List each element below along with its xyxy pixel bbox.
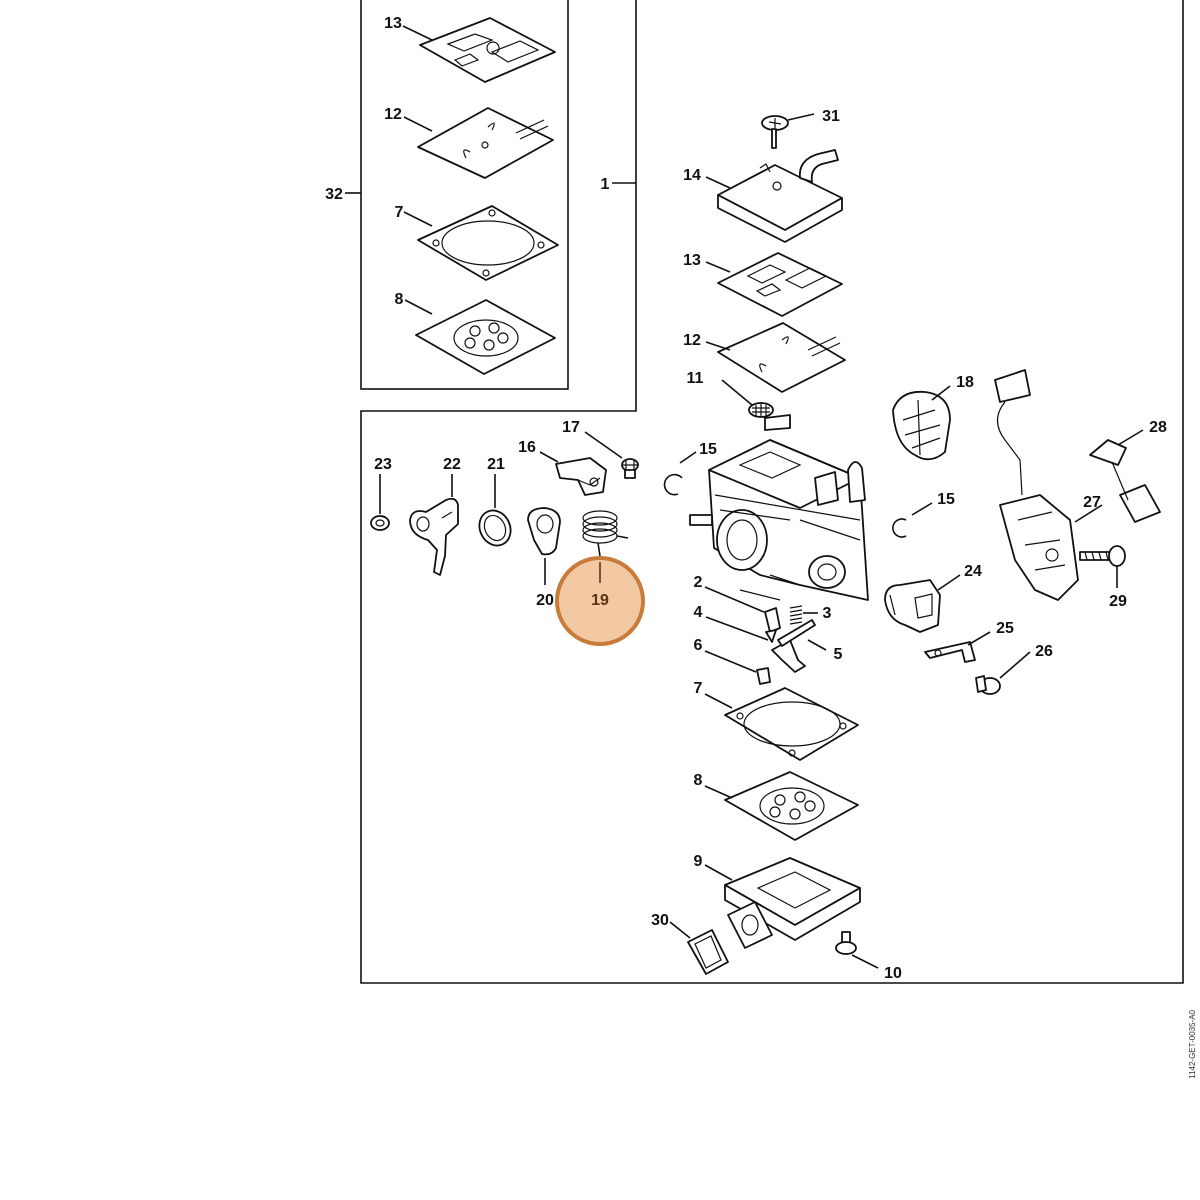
metering-cover-9-drawing xyxy=(724,857,861,949)
highlight-marker xyxy=(555,556,645,646)
part-label-11[interactable]: 11 xyxy=(687,370,704,387)
part-label-16[interactable]: 16 xyxy=(518,439,536,456)
needle-2-drawing xyxy=(764,607,781,643)
pump-cover-14-drawing xyxy=(717,149,843,243)
pump-gasket-13-drawing xyxy=(717,252,843,317)
clip-15-right-drawing xyxy=(892,518,907,538)
lever-22-drawing xyxy=(409,497,459,576)
gasket-30-drawing xyxy=(687,929,729,975)
part-label-21[interactable]: 21 xyxy=(487,456,505,473)
part-label-13-kit[interactable]: 13 xyxy=(384,15,402,32)
drawing-code: 1142-GET-0035-A0 xyxy=(1188,1009,1197,1078)
screw-29-drawing xyxy=(1079,545,1126,567)
kit-metering-diaphragm-drawing xyxy=(415,299,556,375)
assembly-frame xyxy=(360,0,1184,984)
part-label-8[interactable]: 8 xyxy=(694,772,703,789)
screw-17-drawing xyxy=(621,458,639,479)
part-label-9[interactable]: 9 xyxy=(694,853,703,870)
lever-16-drawing xyxy=(555,457,607,496)
part-label-14[interactable]: 14 xyxy=(683,167,701,184)
part-label-10[interactable]: 10 xyxy=(884,965,902,982)
part-label-2[interactable]: 2 xyxy=(694,574,703,591)
part-label-27[interactable]: 27 xyxy=(1083,494,1101,511)
part-label-15-left[interactable]: 15 xyxy=(699,441,717,458)
part-label-12[interactable]: 12 xyxy=(683,332,701,349)
leader-lines xyxy=(345,25,1144,969)
part-label-7-kit[interactable]: 7 xyxy=(395,204,404,221)
sensor-27-drawing xyxy=(994,369,1079,601)
bracket-25-drawing xyxy=(924,641,976,663)
pump-diaphragm-12-drawing xyxy=(717,322,846,393)
part-label-3[interactable]: 3 xyxy=(823,605,832,622)
part-label-12-kit[interactable]: 12 xyxy=(384,106,402,123)
screw-31-drawing xyxy=(761,115,789,149)
screw-26-drawing xyxy=(975,675,1001,695)
metering-gasket-7-drawing xyxy=(724,687,859,761)
spring-19-drawing xyxy=(582,510,629,557)
kit-pump-diaphragm-drawing xyxy=(417,107,554,179)
connector-28-drawing xyxy=(1089,439,1161,523)
part-label-28[interactable]: 28 xyxy=(1149,419,1167,436)
valve-24-drawing xyxy=(884,579,941,633)
part-label-31[interactable]: 31 xyxy=(822,108,840,125)
part-label-6[interactable]: 6 xyxy=(694,637,703,654)
kit-pump-gasket-drawing xyxy=(419,17,556,83)
part-label-24[interactable]: 24 xyxy=(964,563,982,580)
highlight-19[interactable] xyxy=(555,556,645,646)
part-label-30[interactable]: 30 xyxy=(651,912,669,929)
part-label-8-kit[interactable]: 8 xyxy=(395,291,404,308)
part-label-5[interactable]: 5 xyxy=(834,646,843,663)
part-labels: 13 12 32 7 8 1 31 14 13 12 11 18 28 17 1… xyxy=(325,15,1167,982)
clip-15-left-drawing xyxy=(663,473,683,496)
part-label-4[interactable]: 4 xyxy=(694,604,703,621)
part-label-15-right[interactable]: 15 xyxy=(937,491,955,508)
screw-10-drawing xyxy=(835,931,857,955)
kit-box-contents xyxy=(415,17,559,375)
part-label-29[interactable]: 29 xyxy=(1109,593,1127,610)
part-label-19[interactable]: 19 xyxy=(591,592,609,609)
ring-21-drawing xyxy=(478,509,512,547)
part-label-20[interactable]: 20 xyxy=(536,592,554,609)
cover-18-drawing xyxy=(892,390,951,461)
metering-diaphragm-8-drawing xyxy=(724,771,859,841)
part-label-18[interactable]: 18 xyxy=(956,374,974,391)
part-label-13[interactable]: 13 xyxy=(683,252,701,269)
part-label-17[interactable]: 17 xyxy=(562,419,580,436)
carburetor-body-drawing xyxy=(689,414,869,601)
sleeve-20-drawing xyxy=(527,507,561,556)
screen-11-drawing xyxy=(748,402,774,418)
screw-23-drawing xyxy=(370,515,390,531)
lever-4-5-6-drawing xyxy=(756,619,816,685)
part-label-23[interactable]: 23 xyxy=(374,456,392,473)
part-label-25[interactable]: 25 xyxy=(996,620,1014,637)
kit-metering-gasket-drawing xyxy=(417,205,559,281)
part-label-32[interactable]: 32 xyxy=(325,186,343,203)
part-label-22[interactable]: 22 xyxy=(443,456,461,473)
part-label-7[interactable]: 7 xyxy=(694,680,703,697)
spring-3-drawing xyxy=(789,605,803,625)
part-label-26[interactable]: 26 xyxy=(1035,643,1053,660)
part-label-1[interactable]: 1 xyxy=(601,176,610,193)
